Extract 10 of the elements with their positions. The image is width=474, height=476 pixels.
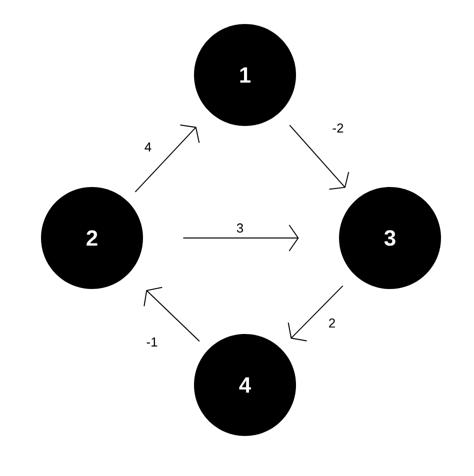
edge-label: 2	[329, 318, 335, 328]
arrow	[289, 124, 350, 190]
edge-label: -2	[332, 123, 344, 133]
arrow	[182, 224, 299, 252]
edge-label: 4	[144, 142, 152, 152]
edge-label: 3	[236, 223, 244, 233]
arrow	[134, 124, 200, 192]
arrow	[288, 285, 344, 342]
edge-label: -1	[146, 338, 158, 346]
arrow	[144, 286, 200, 342]
